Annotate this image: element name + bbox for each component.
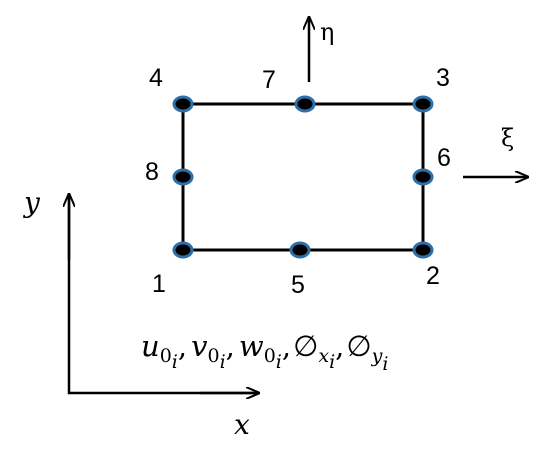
dof-phiy-base: ∅ [346,329,371,363]
node-3: 3 [412,64,450,113]
node-label: 8 [145,158,159,186]
xi-axis-label: ξ [501,124,514,152]
dof-expression: u0i,v0i,w0i,∅xi,∅yi [141,329,388,375]
node-label: 1 [152,270,166,298]
dof-separator: , [335,329,344,363]
dof-v-base: v [191,329,208,363]
dof-u-base: u [141,329,160,363]
node-7: 7 [262,66,316,113]
node-4: 4 [149,64,194,113]
node-5: 5 [289,241,311,299]
dof-separator: , [178,329,187,363]
node-6: 6 [412,144,451,186]
x-axis-label: x [234,408,250,441]
node-label: 4 [149,64,163,92]
node-label: 7 [262,66,276,94]
node-1: 1 [152,241,194,298]
node-label: 5 [291,271,305,299]
dof-u-sub: 0 [160,345,172,367]
dof-v-sub: 0 [207,345,219,367]
dof-v-index: i [220,351,226,373]
dof-separator: , [226,329,235,363]
node-marker [412,241,434,259]
node-marker [289,241,311,259]
dof-phiy-index: i [382,353,388,375]
node-marker [412,95,434,113]
eta-axis-label: η [320,18,334,46]
node-marker [294,95,316,113]
dof-u-index: i [172,351,178,373]
element-boundary [181,102,425,252]
node-label: 3 [436,64,450,92]
node-label: 6 [437,144,451,172]
node-marker [412,168,434,186]
dof-w-base: w [239,329,264,363]
dof-phiy-sub: y [371,345,383,367]
node-label: 2 [426,262,440,290]
dof-phix-sub: x [318,345,329,367]
node-marker [172,241,194,259]
node-marker [172,95,194,113]
global-axes-arrows [67,194,259,395]
node-2: 2 [412,241,440,290]
node-8: 8 [145,158,194,186]
y-axis-label: y [22,186,41,219]
dof-w-index: i [276,351,282,373]
node-marker [172,168,194,186]
dof-phix-base: ∅ [293,329,318,363]
dof-phix-index: i [329,351,335,373]
dof-separator: , [282,329,291,363]
dof-w-sub: 0 [264,345,276,367]
